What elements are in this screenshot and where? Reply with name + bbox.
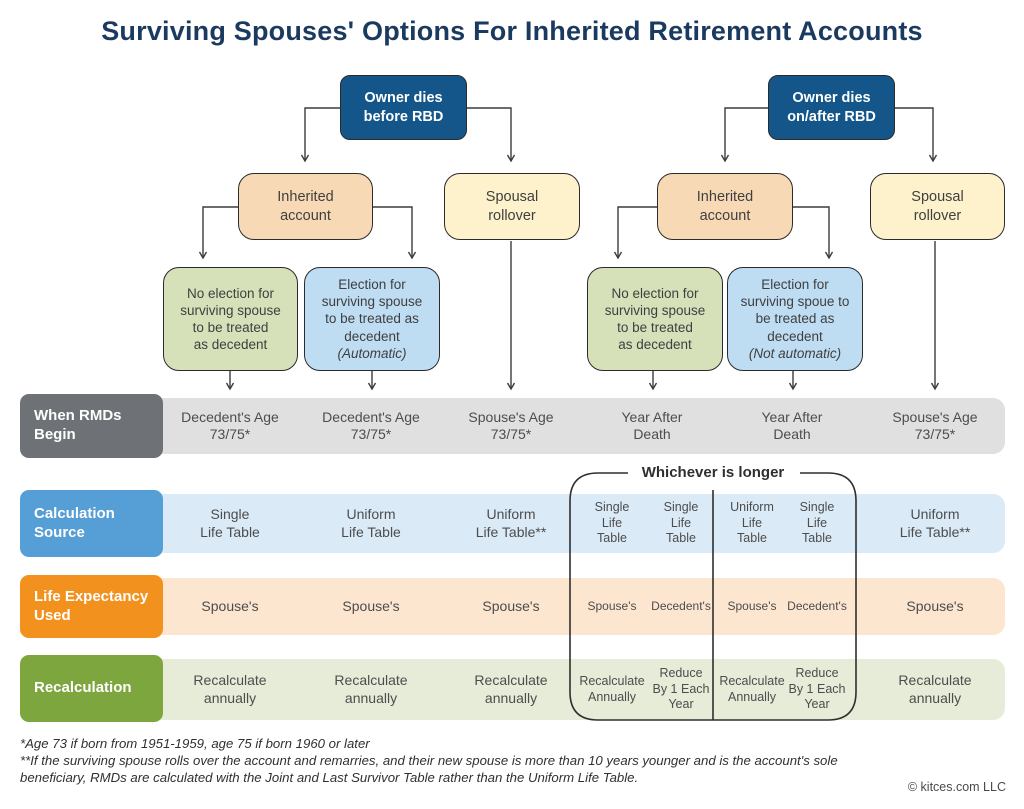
node-inherited-account-left: Inherited account	[238, 173, 373, 240]
row-header-life-expectancy: Life Expectancy Used	[20, 575, 163, 638]
cell-recalc-col3: Recalculate annually	[474, 672, 548, 706]
cell-life-col6: Spouse's	[906, 597, 964, 614]
cell-recalc-col4b: Reduce By 1 Each Year	[652, 666, 710, 712]
row-strip-when-rmds-begin	[50, 398, 1005, 454]
cell-life-col3: Spouse's	[482, 597, 540, 614]
cell-rmds-col1: Decedent's Age 73/75*	[181, 408, 279, 443]
footnote-age: *Age 73 if born from 1951-1959, age 75 i…	[20, 736, 370, 751]
node-inherited-account-right: Inherited account	[657, 173, 793, 240]
node-spousal-rollover-left: Spousal rollover	[444, 173, 580, 240]
cell-recalc-col5a: Recalculate Annually	[719, 673, 785, 704]
cell-recalc-col4a: Recalculate Annually	[579, 673, 645, 704]
cell-recalc-col6: Recalculate annually	[898, 672, 972, 706]
cell-life-col5a: Spouse's	[727, 599, 777, 613]
footnotes: *Age 73 if born from 1951-1959, age 75 i…	[20, 736, 888, 787]
node-no-election-right: No election for surviving spouse to be t…	[587, 267, 723, 371]
cell-life-col1: Spouse's	[201, 597, 259, 614]
cell-rmds-col2: Decedent's Age 73/75*	[322, 408, 420, 443]
node-owner-dies-after-rbd: Owner dies on/after RBD	[768, 75, 895, 140]
whichever-is-longer-label: Whichever is longer	[641, 464, 785, 481]
cell-calc-col4a: Single Life Table	[594, 500, 630, 546]
cell-recalc-col2: Recalculate annually	[334, 672, 408, 706]
node-election-left: Election for surviving spouse to be trea…	[304, 267, 440, 371]
cell-recalc-col5b: Reduce By 1 Each Year	[788, 666, 846, 712]
node-election-right: Election for surviving spoue to be treat…	[727, 267, 863, 371]
cell-rmds-col6: Spouse's Age 73/75*	[892, 408, 978, 443]
cell-recalc-col1: Recalculate annually	[193, 672, 267, 706]
cell-rmds-col4: Year After Death	[621, 408, 683, 443]
node-election-right-note: (Not automatic)	[748, 345, 842, 361]
footnote-rollover: **If the surviving spouse rolls over the…	[20, 753, 838, 785]
cell-rmds-col3: Spouse's Age 73/75*	[468, 408, 554, 443]
cell-rmds-col5: Year After Death	[761, 408, 823, 443]
cell-calc-col6: Uniform Life Table**	[899, 506, 971, 540]
cell-life-col5b: Decedent's	[787, 599, 847, 613]
node-election-right-text: Election for surviving spoue to be treat…	[740, 277, 850, 344]
page-title: Surviving Spouses' Options For Inherited…	[101, 16, 923, 46]
row-header-when-rmds-begin: When RMDs Begin	[20, 394, 163, 458]
cell-life-col4a: Spouse's	[587, 599, 637, 613]
cell-calc-col2: Uniform Life Table	[341, 506, 401, 540]
node-owner-dies-before-rbd: Owner dies before RBD	[340, 75, 467, 140]
cell-calc-col1: Single Life Table	[200, 506, 260, 540]
cell-life-col2: Spouse's	[342, 597, 400, 614]
cell-life-col4b: Decedent's	[651, 599, 711, 613]
node-election-left-note: (Automatic)	[337, 345, 407, 361]
copyright-label: © kitces.com LLC	[907, 780, 1006, 794]
cell-calc-col3: Uniform Life Table**	[475, 506, 547, 540]
row-header-calculation-source: Calculation Source	[20, 490, 163, 557]
cell-calc-col5b: Single Life Table	[799, 500, 835, 546]
node-election-left-text: Election for surviving spouse to be trea…	[321, 277, 423, 344]
node-spousal-rollover-right: Spousal rollover	[870, 173, 1005, 240]
cell-calc-col5a: Uniform Life Table	[730, 500, 774, 546]
node-no-election-left: No election for surviving spouse to be t…	[163, 267, 298, 371]
cell-calc-col4b: Single Life Table	[663, 500, 699, 546]
row-header-recalculation: Recalculation	[20, 655, 163, 722]
